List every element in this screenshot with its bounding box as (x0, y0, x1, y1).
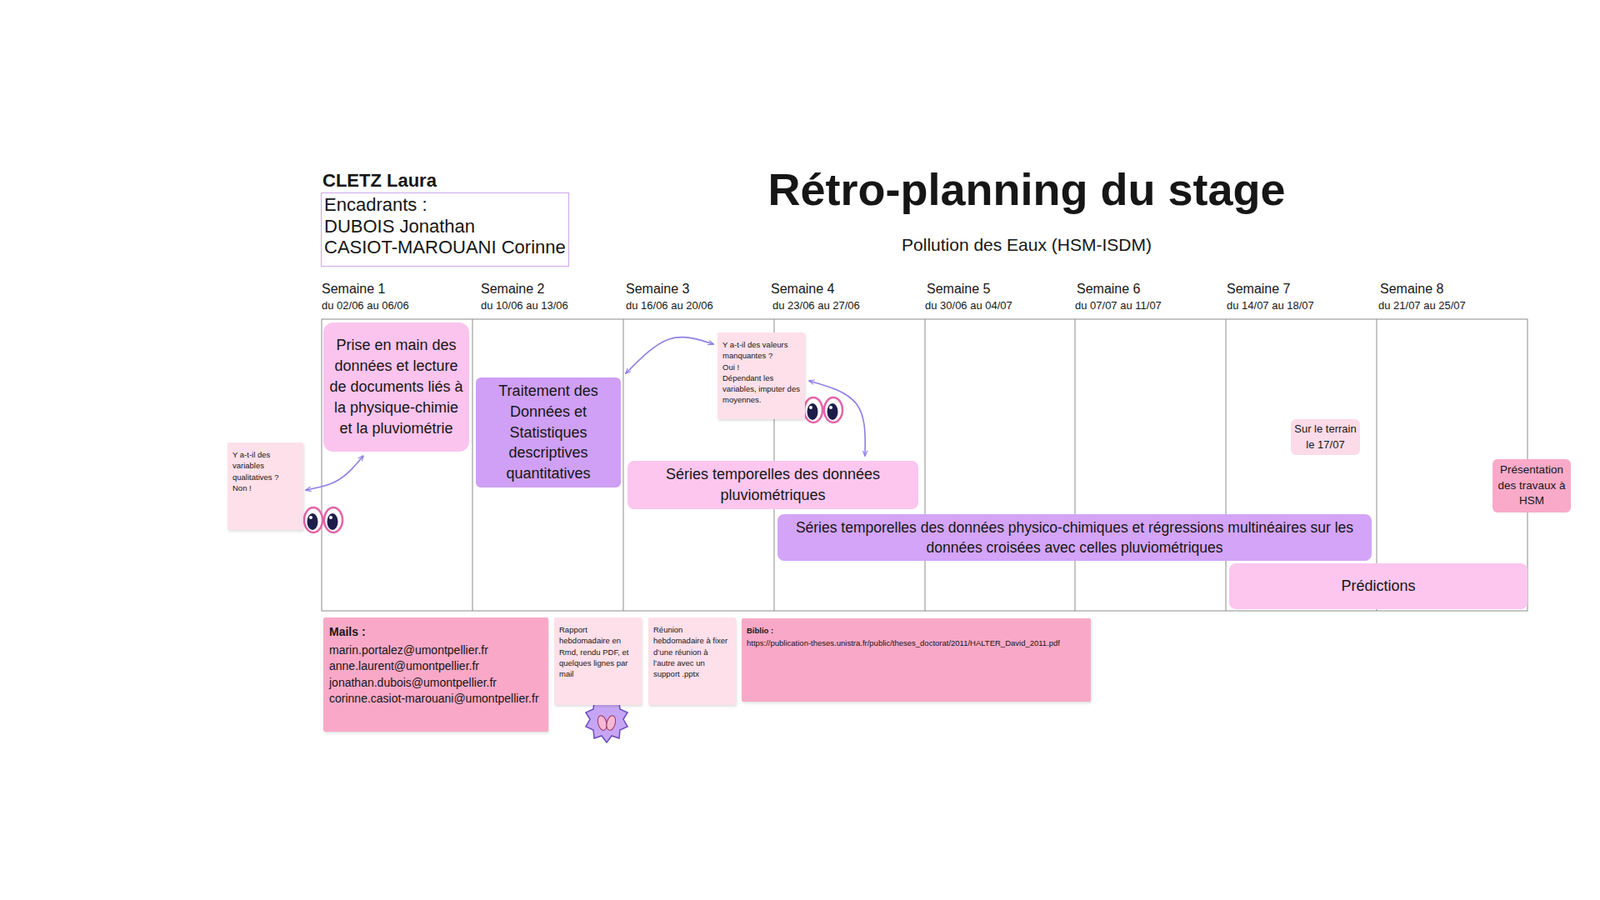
subtitle: Pollution des Eaux (HSM-ISDM) (901, 235, 1152, 255)
week-label: Semaine 4 (770, 281, 835, 297)
task-bar: Séries temporelles des données physico-c… (777, 514, 1372, 561)
milestone-box: Présentation des travaux à HSM (1492, 459, 1571, 513)
node-text: Réunion hebdomadaire à fixer d’une réuni… (653, 624, 731, 680)
note-heading: Biblio : (746, 625, 1086, 636)
node-text: CASIOT-MAROUANI Corinne (324, 236, 566, 259)
curved-arrow (625, 337, 714, 374)
week-label: Semaine 5 (926, 281, 991, 297)
curved-arrow (809, 380, 865, 456)
week-grid (321, 319, 1528, 611)
week-dates: du 02/06 au 06/06 (321, 300, 410, 312)
sticky-note: Y a-t-il des valeurs manquantes ?Oui !Dé… (717, 332, 805, 420)
grid-line (472, 319, 474, 611)
node-text: DUBOIS Jonathan (324, 215, 566, 238)
week-dates: du 23/06 au 27/06 (772, 300, 860, 312)
node-text: Rapport hebdomadaire en Rmd, rendu PDF, … (559, 624, 637, 680)
grid-line (1225, 319, 1227, 611)
node-text: Dépendant les variables, imputer des moy… (722, 372, 800, 406)
supervisor-box: Encadrants :DUBOIS JonathanCASIOT-MAROUA… (320, 192, 570, 267)
node-text: jonathan.dubois@umontpellier.fr (329, 675, 543, 692)
week-label: Semaine 7 (1226, 281, 1291, 297)
page-title: Rétro-planning du stage (768, 165, 1286, 215)
node-text: Séries temporelles des données pluviomét… (634, 464, 912, 506)
node-text: Traitement des Données et Statistiques d… (480, 380, 616, 485)
node-text: Séries temporelles des données physico-c… (784, 517, 1365, 558)
info-note: Biblio :https://publication-theses.unist… (741, 618, 1091, 702)
note-heading: Mails : (329, 624, 543, 641)
task-bar: Prédictions (1229, 563, 1528, 610)
node-text: Prise en main des données et lecture de … (328, 335, 465, 439)
week-dates: du 30/06 au 04/07 (925, 300, 1013, 312)
node-text: Y a-t-il des valeurs manquantes ? (722, 339, 800, 362)
grid-line (925, 319, 926, 611)
node-text: Sur le terrain le 17/07 (1294, 421, 1357, 452)
event-note: Sur le terrain le 17/07 (1290, 419, 1360, 455)
week-label: Semaine 8 (1380, 281, 1445, 297)
eyes-icon (304, 507, 343, 533)
week-label: Semaine 2 (480, 281, 545, 297)
task-bar: Prise en main des données et lecture de … (323, 322, 470, 452)
node-text: Présentation des travaux à HSM (1495, 462, 1568, 510)
grid-line (623, 319, 625, 611)
node-text: Non ! (232, 482, 299, 494)
sticky-note: Y a-t-il des variables qualitatives ?Non… (227, 442, 304, 530)
task-bar: Séries temporelles des données pluviomét… (627, 460, 919, 510)
week-label: Semaine 3 (625, 281, 690, 297)
grid-frame (321, 319, 1528, 611)
week-label: Semaine 6 (1076, 281, 1141, 297)
sticky-note: Réunion hebdomadaire à fixer d’une réuni… (648, 617, 736, 705)
week-dates: du 21/07 au 25/07 (1378, 300, 1466, 312)
week-dates: du 10/06 au 13/06 (480, 300, 569, 312)
week-label: Semaine 1 (321, 281, 386, 297)
grid-line (1075, 319, 1076, 611)
node-text: Oui ! (722, 361, 800, 373)
node-text: marin.portalez@umontpellier.fr (329, 642, 543, 660)
node-text: Prédictions (1235, 575, 1521, 597)
node-text: anne.laurent@umontpellier.fr (329, 658, 543, 675)
week-dates: du 07/07 au 11/07 (1075, 300, 1162, 312)
task-bar: Traitement des Données et Statistiques d… (475, 377, 621, 488)
node-text: https://publication-theses.unistra.fr/pu… (746, 637, 1086, 649)
week-dates: du 14/07 au 18/07 (1226, 300, 1315, 312)
node-text: corinne.casiot-marouani@umontpellier.fr (329, 690, 543, 708)
info-note: Mails :marin.portalez@umontpellier.frann… (323, 617, 549, 732)
node-text: Encadrants : (324, 194, 566, 216)
node-text: Y a-t-il des variables qualitatives ? (232, 449, 299, 483)
student-name: CLETZ Laura (322, 170, 437, 191)
week-dates: du 16/06 au 20/06 (625, 300, 714, 312)
eyes-icon (804, 397, 843, 423)
sticky-note: Rapport hebdomadaire en Rmd, rendu PDF, … (554, 617, 642, 705)
curved-arrow (305, 455, 364, 490)
